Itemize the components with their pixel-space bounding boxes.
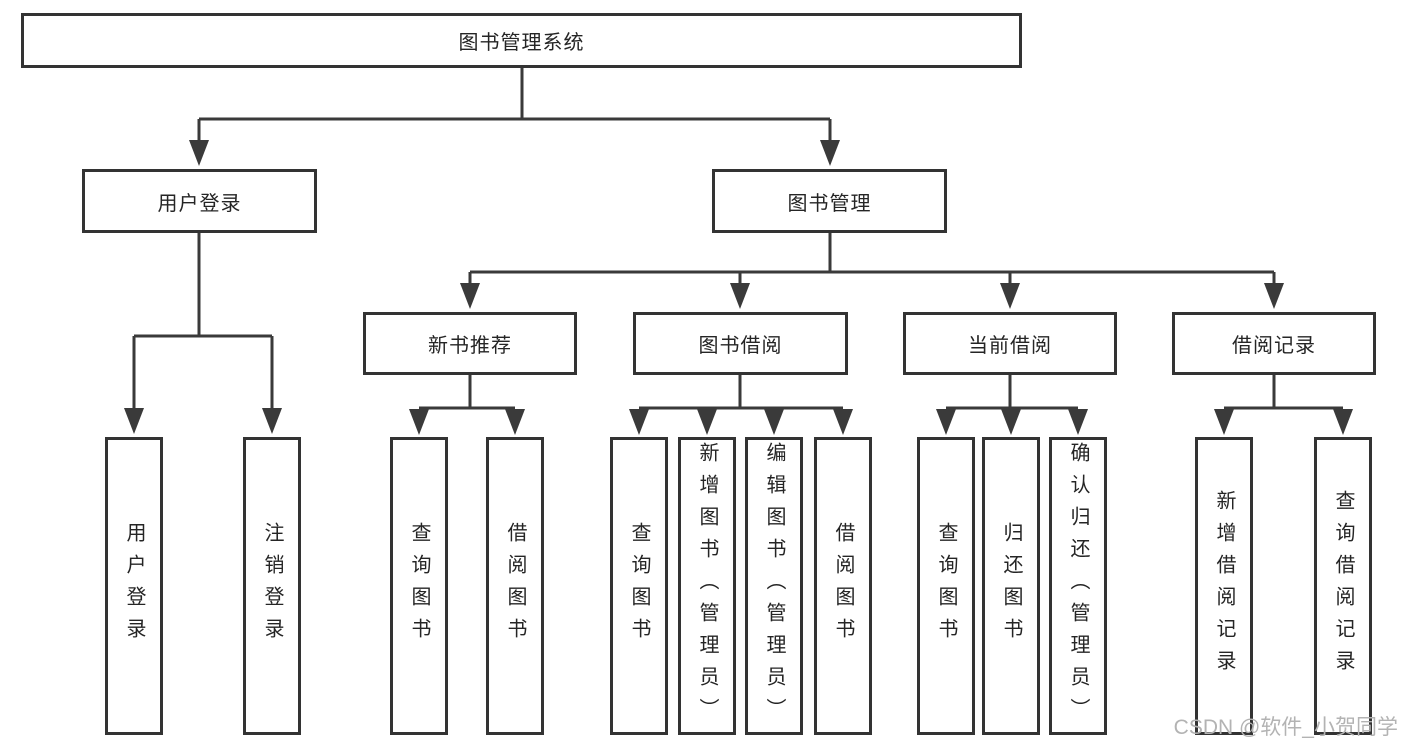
node-book-management-module: 图书管理 [712, 169, 947, 233]
leaf-bb-edit-books-admin: 编辑图书（管理员） [745, 437, 803, 735]
leaf-bb-edit-books-admin-label: 编辑图书（管理员） [763, 442, 785, 730]
leaf-cb-query-books: 查询图书 [917, 437, 975, 735]
node-book-management-module-label: 图书管理 [787, 192, 872, 215]
node-current-borrowing: 当前借阅 [903, 312, 1117, 375]
node-library-system-label: 图书管理系统 [458, 32, 585, 54]
node-new-book-recommend-label: 新书推荐 [428, 335, 512, 357]
node-new-book-recommend: 新书推荐 [363, 312, 577, 375]
leaf-nb-borrow-books-label: 借阅图书 [504, 522, 526, 650]
leaf-cb-return-books-label: 归还图书 [1000, 522, 1022, 650]
node-current-borrowing-label: 当前借阅 [968, 335, 1052, 357]
leaf-cb-query-books-label: 查询图书 [935, 522, 957, 650]
leaf-nb-query-books: 查询图书 [390, 437, 448, 735]
node-book-borrowing-label: 图书借阅 [698, 335, 783, 357]
node-library-system: 图书管理系统 [21, 13, 1022, 68]
leaf-user-login: 用户登录 [105, 437, 163, 735]
node-book-borrowing: 图书借阅 [633, 312, 848, 375]
leaf-br-add-borrow-record-label: 新增借阅记录 [1213, 490, 1235, 682]
leaf-bb-add-books-admin-label: 新增图书（管理员） [696, 442, 718, 730]
csdn-watermark: CSDN @软件_小贺同学 [1173, 716, 1398, 739]
leaf-bb-borrow-books-label: 借阅图书 [832, 522, 854, 650]
leaf-user-login-label: 用户登录 [123, 522, 145, 650]
node-user-login-module-label: 用户登录 [157, 192, 242, 215]
node-user-login-module: 用户登录 [82, 169, 317, 233]
node-borrowing-records: 借阅记录 [1172, 312, 1376, 375]
leaf-br-query-borrow-record-label: 查询借阅记录 [1332, 490, 1354, 682]
leaf-nb-query-books-label: 查询图书 [408, 522, 430, 650]
leaf-logout-login: 注销登录 [243, 437, 301, 735]
leaf-br-query-borrow-record: 查询借阅记录 [1314, 437, 1372, 735]
leaf-cb-confirm-return-admin-label: 确认归还（管理员） [1067, 442, 1089, 730]
leaf-bb-query-books-label: 查询图书 [628, 522, 650, 650]
leaf-cb-confirm-return-admin: 确认归还（管理员） [1049, 437, 1107, 735]
leaf-nb-borrow-books: 借阅图书 [486, 437, 544, 735]
leaf-br-add-borrow-record: 新增借阅记录 [1195, 437, 1253, 735]
leaf-bb-borrow-books: 借阅图书 [814, 437, 872, 735]
leaf-logout-login-label: 注销登录 [261, 522, 283, 650]
leaf-cb-return-books: 归还图书 [982, 437, 1040, 735]
node-borrowing-records-label: 借阅记录 [1232, 335, 1316, 357]
leaf-bb-query-books: 查询图书 [610, 437, 668, 735]
leaf-bb-add-books-admin: 新增图书（管理员） [678, 437, 736, 735]
